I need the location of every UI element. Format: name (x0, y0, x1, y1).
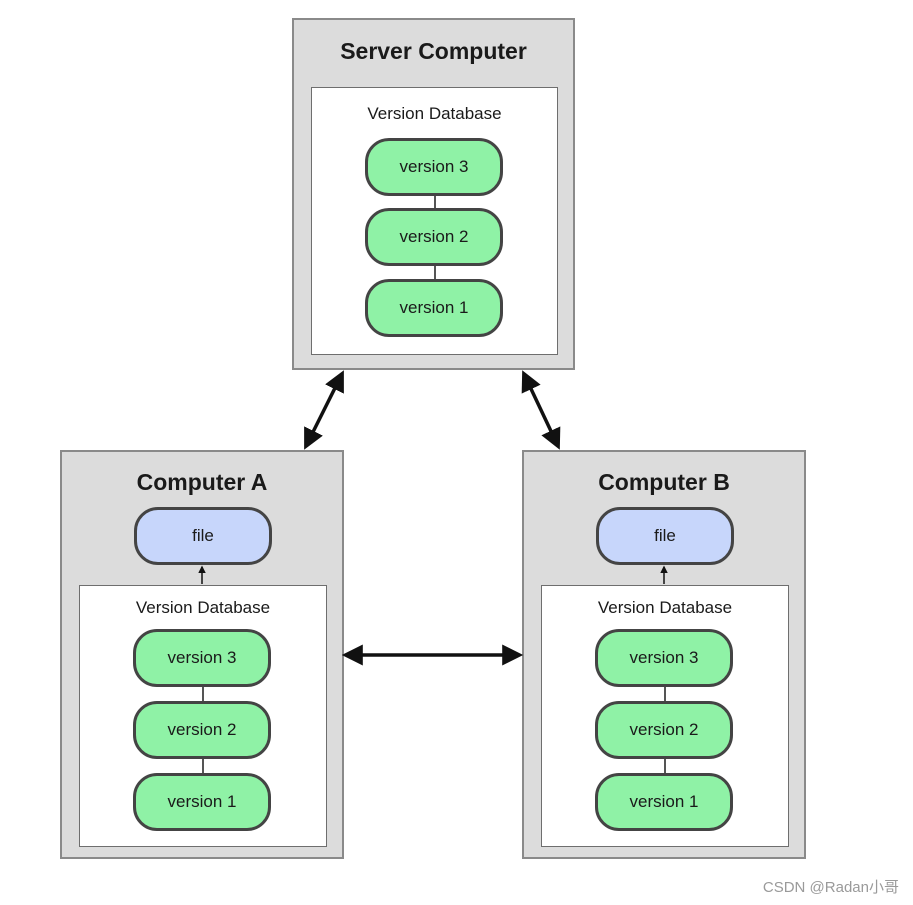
arrow-server-computer-b (521, 370, 561, 450)
computer-a-version-2: version 2 (133, 701, 271, 759)
server-db-label: Version Database (367, 104, 502, 123)
server-version-1: version 1 (365, 279, 503, 337)
computer-b-version-3: version 3 (595, 629, 733, 687)
computer-a-version-1: version 1 (133, 773, 271, 831)
server-version-2: version 2 (365, 208, 503, 266)
computer-b-db-label: Version Database (597, 598, 733, 617)
version-link (202, 758, 204, 773)
server-computer: Server Computer Version Database version… (292, 18, 575, 370)
server-version-database: Version Database version 3 version 2 ver… (311, 87, 558, 355)
server-version-3: version 3 (365, 138, 503, 196)
arrow-server-computer-a (304, 370, 344, 450)
version-link (202, 686, 204, 701)
version-link (434, 265, 436, 279)
computer-b: Computer B file Version Database version… (522, 450, 806, 859)
server-computer-title: Server Computer (340, 38, 527, 64)
version-link (434, 193, 436, 208)
computer-a-version-3: version 3 (133, 629, 271, 687)
watermark: CSDN @Radan小哥 (762, 879, 899, 896)
computer-a: Computer A file Version Database version… (60, 450, 344, 859)
computer-b-file: file (596, 507, 734, 565)
computer-a-db-label: Version Database (135, 598, 271, 617)
computer-b-version-2: version 2 (595, 701, 733, 759)
computer-b-version-1: version 1 (595, 773, 733, 831)
computer-b-version-database: Version Database version 3 version 2 ver… (541, 585, 789, 847)
computer-b-title: Computer B (598, 469, 730, 495)
version-link (664, 758, 666, 773)
computer-a-file: file (134, 507, 272, 565)
version-link (664, 686, 666, 701)
computer-a-title: Computer A (136, 469, 268, 495)
computer-a-version-database: Version Database version 3 version 2 ver… (79, 585, 327, 847)
